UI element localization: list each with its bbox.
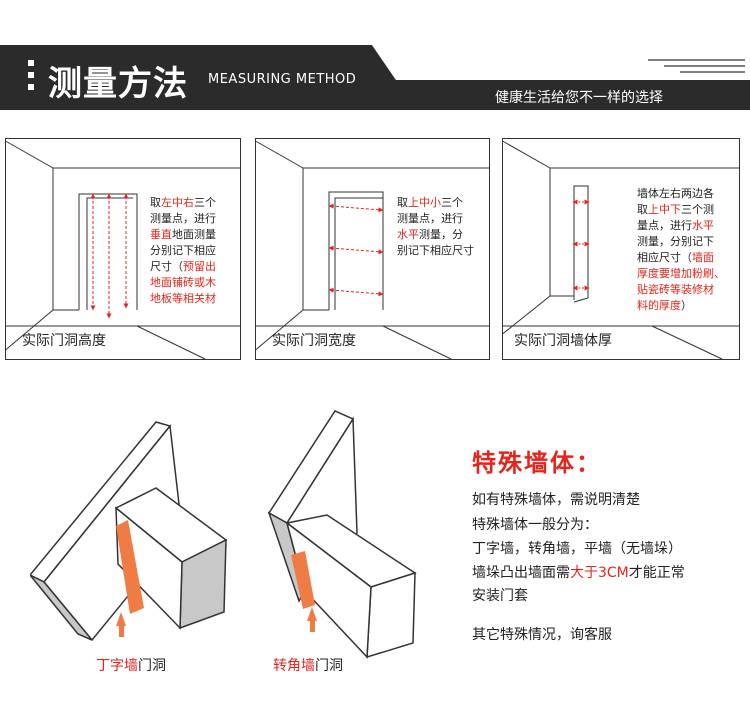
panel-text-line: 取左中右三个 bbox=[150, 195, 216, 211]
panel-text-run: 垂直 bbox=[150, 228, 172, 241]
corner-arrow-icon bbox=[307, 607, 317, 621]
panel-text-run: 取 bbox=[397, 196, 408, 209]
panel-text-line: 取上中下三个测 bbox=[637, 202, 725, 218]
panel-text-line: 地面铺砖或木 bbox=[150, 275, 216, 291]
panel-text-run: 上中小 bbox=[408, 196, 441, 209]
panel-text-line: 水平测量，分 bbox=[397, 227, 474, 243]
panel-text-run: 分别记下相应 bbox=[150, 244, 216, 257]
page-subtitle-en: MEASURING METHOD bbox=[208, 72, 357, 87]
panel-text-line: 测量，分别记下 bbox=[637, 234, 725, 250]
panel-text-run: 尺寸（ bbox=[150, 260, 183, 273]
panel-height-caption: 实际门洞高度 bbox=[22, 333, 106, 349]
panel-text-run: 三个 bbox=[441, 196, 463, 209]
panel-text-run: 料的厚度 bbox=[637, 299, 681, 312]
panel-text-run: 左中右 bbox=[161, 196, 194, 209]
panel-thickness-diagram bbox=[502, 138, 740, 360]
panel-text-run: 三个测 bbox=[681, 203, 714, 216]
special-line-5: 安装门套 bbox=[472, 588, 528, 604]
panel-text-run: 预留出 bbox=[183, 260, 216, 273]
panel-text-line: 料的厚度） bbox=[637, 298, 725, 314]
page-title: 测量方法 bbox=[48, 64, 188, 104]
panel-width-diagram bbox=[255, 138, 490, 360]
panel-height-diagram bbox=[5, 138, 241, 360]
panel-text-run: 取 bbox=[637, 203, 648, 216]
header-graphic bbox=[0, 45, 750, 110]
panel-text-run: 上中下 bbox=[648, 203, 681, 216]
panel-text-run: 三个 bbox=[194, 196, 216, 209]
tee-opening-fill bbox=[116, 520, 144, 614]
tee-arrow-icon bbox=[116, 612, 126, 626]
tee-wall-illustration bbox=[30, 421, 228, 642]
special-line-2: 特殊墙体一般分为： bbox=[472, 517, 598, 533]
special-line-4: 墙垛凸出墙面需大于3CM才能正常 bbox=[472, 565, 685, 581]
panel-text-run: ） bbox=[681, 299, 692, 312]
panel-text-line: 测量点，进行 bbox=[150, 211, 216, 227]
special-line-1: 如有特殊墙体，需说明清楚 bbox=[472, 492, 640, 508]
panel-thickness-text: 墙体左右两边各取上中下三个测量点，进行水平测量，分别记下相应尺寸（墙面厚度要增加… bbox=[637, 186, 725, 314]
panel-text-run: 测量，分别记下 bbox=[637, 235, 714, 248]
panel-text-run: 地面铺砖或木 bbox=[150, 276, 216, 289]
corner-wall-caption: 转角墙门洞 bbox=[273, 658, 343, 674]
panel-thickness-caption: 实际门洞墙体厚 bbox=[514, 333, 612, 349]
panel-text-run: 测量点，进行 bbox=[397, 212, 463, 225]
corner-opening-fill bbox=[291, 551, 315, 609]
deco-square bbox=[28, 84, 34, 90]
panel-text-line: 垂直地面测量 bbox=[150, 227, 216, 243]
panel-text-line: 地板等相关材 bbox=[150, 291, 216, 307]
panel-text-line: 贴瓷砖等装修材 bbox=[637, 282, 725, 298]
panel-text-run: 墙面 bbox=[692, 251, 714, 264]
corner-wall-illustration bbox=[267, 410, 417, 659]
header-divider bbox=[372, 45, 406, 80]
panel-text-line: 测量点，进行 bbox=[397, 211, 474, 227]
panel-text-run: 地面测量 bbox=[172, 228, 216, 241]
panel-text-run: 地板等相关材 bbox=[150, 292, 216, 305]
panel-height-text: 取左中右三个测量点，进行垂直地面测量分别记下相应尺寸（预留出地面铺砖或木地板等相… bbox=[150, 195, 216, 307]
panel-text-line: 别记下相应尺寸 bbox=[397, 243, 474, 259]
panel-text-run: 取 bbox=[150, 196, 161, 209]
panel-text-run: 测量，分 bbox=[419, 228, 463, 241]
deco-square bbox=[28, 60, 34, 66]
panel-text-line: 量点，进行水平 bbox=[637, 218, 725, 234]
slogan: 健康生活给您不一样的选择 bbox=[495, 90, 663, 106]
header-band bbox=[0, 45, 750, 110]
panel-text-line: 尺寸（预留出 bbox=[150, 259, 216, 275]
special-line-6: 其它特殊情况，询客服 bbox=[472, 627, 612, 643]
panel-width-text: 取上中小三个测量点，进行水平测量，分别记下相应尺寸 bbox=[397, 195, 474, 259]
special-line-3: 丁字墙，转角墙，平墙（无墙垛） bbox=[472, 541, 682, 557]
tee-wall-caption: 丁字墙门洞 bbox=[96, 658, 166, 674]
panel-text-line: 取上中小三个 bbox=[397, 195, 474, 211]
special-wall-title: 特殊墙体： bbox=[472, 449, 602, 477]
panel-text-run: 贴瓷砖等装修材 bbox=[637, 283, 714, 296]
panel-text-run: 量点，进行 bbox=[637, 219, 692, 232]
panel-text-line: 相应尺寸（墙面 bbox=[637, 250, 725, 266]
panel-text-run: 相应尺寸（ bbox=[637, 251, 692, 264]
panel-text-run: 厚度要增加粉刷、 bbox=[637, 267, 725, 280]
panel-text-run: 别记下相应尺寸 bbox=[397, 244, 474, 257]
deco-square bbox=[28, 72, 34, 78]
panel-text-line: 墙体左右两边各 bbox=[637, 186, 725, 202]
panel-text-run: 水平 bbox=[692, 219, 714, 232]
panel-text-run: 水平 bbox=[397, 228, 419, 241]
panel-width-caption: 实际门洞宽度 bbox=[272, 333, 356, 349]
panel-text-run: 墙体左右两边各 bbox=[637, 187, 714, 200]
panel-text-line: 厚度要增加粉刷、 bbox=[637, 266, 725, 282]
panel-text-line: 分别记下相应 bbox=[150, 243, 216, 259]
panel-text-run: 测量点，进行 bbox=[150, 212, 216, 225]
